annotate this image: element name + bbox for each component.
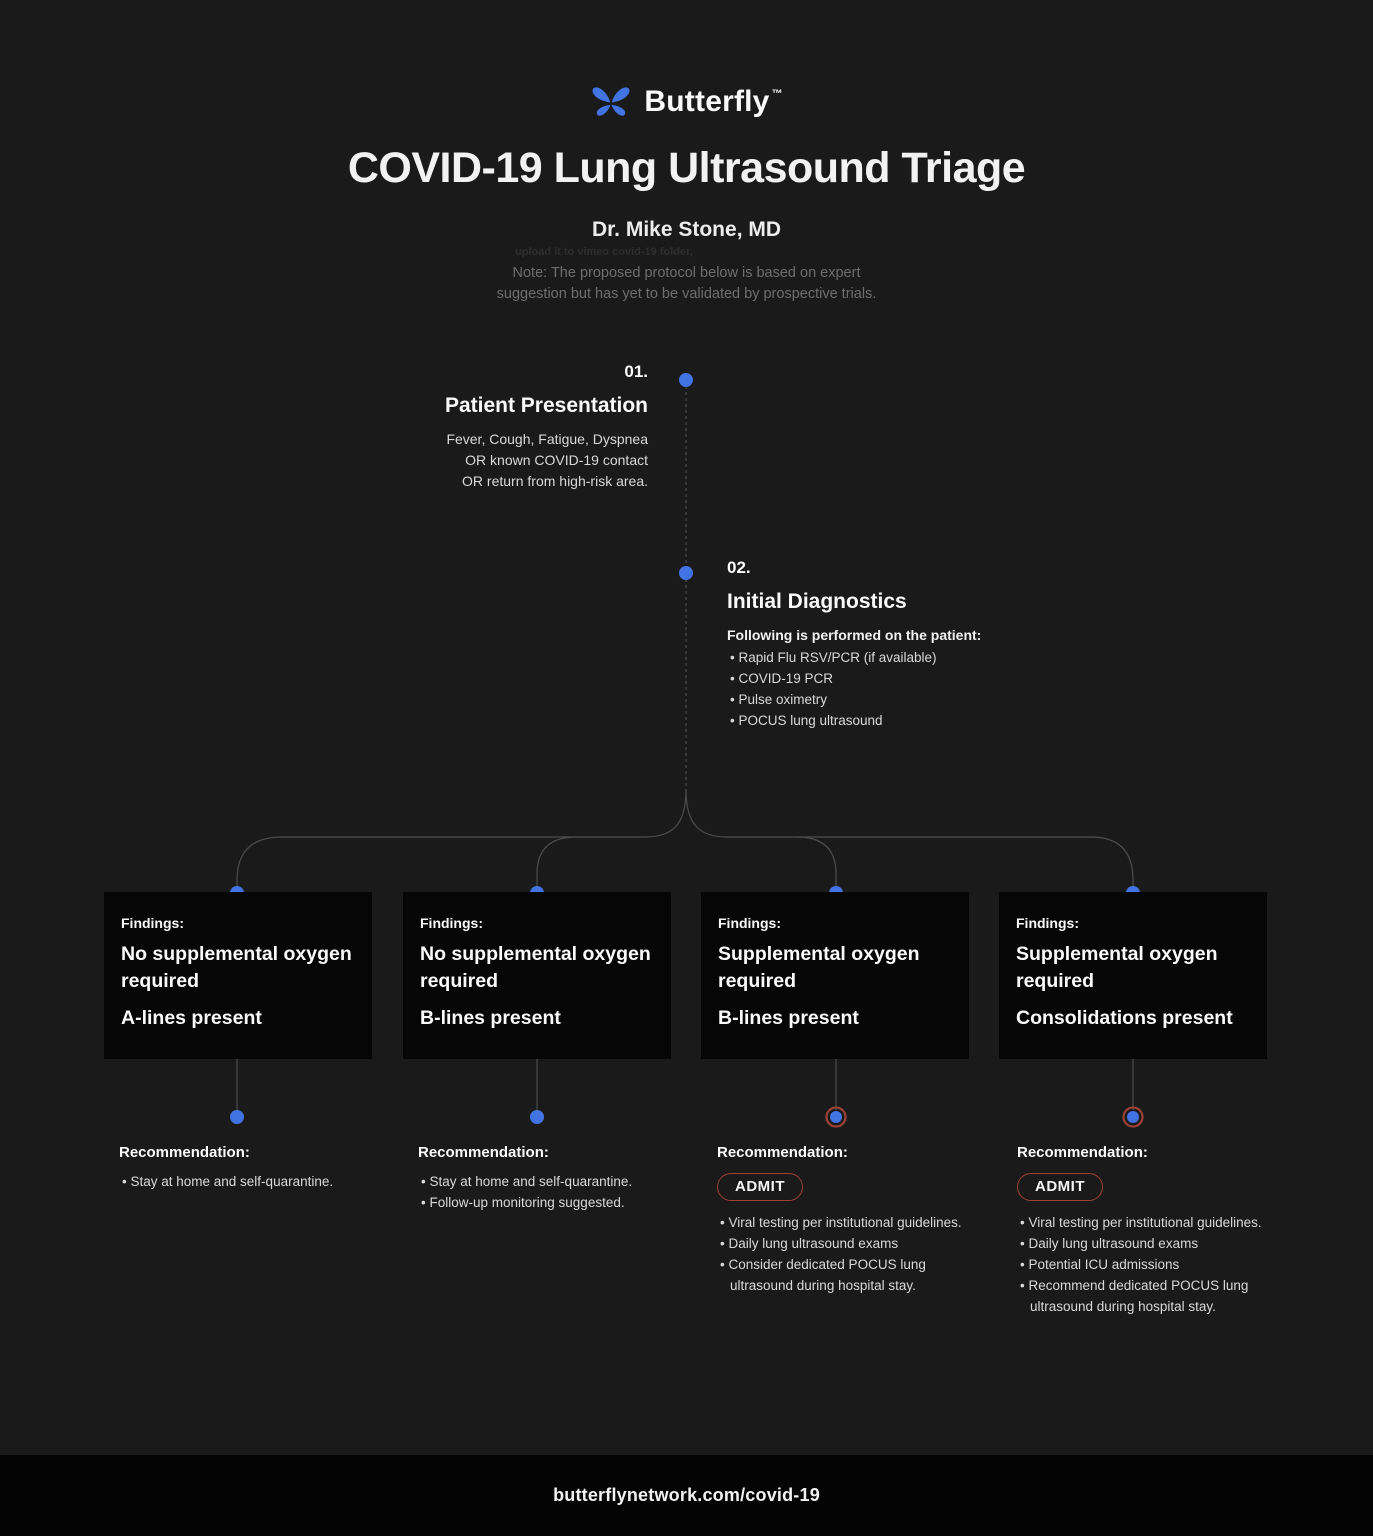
branch-left-outer	[236, 789, 687, 886]
findings-sub: B-lines present	[420, 1007, 561, 1029]
list-item: Viral testing per institutional guidelin…	[717, 1212, 989, 1233]
recommendation-1: Recommendation: Stay at home and self-qu…	[119, 1144, 391, 1192]
node-dot-rec3	[830, 1111, 842, 1123]
list-item: POCUS lung ultrasound	[727, 710, 981, 731]
node-dot-rec1	[230, 1110, 244, 1124]
disclaimer-line-2: suggestion but has yet to be validated b…	[496, 286, 877, 302]
node-dot-step2	[679, 566, 693, 580]
findings-box-1: Findings: No supplemental oxygen require…	[104, 892, 372, 1059]
branch-right-outer	[685, 789, 1134, 886]
hidden-draft-note: upload it to vimeo covid-19 folder,	[515, 246, 693, 258]
list-item: Follow-up monitoring suggested.	[418, 1192, 690, 1213]
findings-box-2: Findings: No supplemental oxygen require…	[403, 892, 671, 1059]
recommendation-list: Stay at home and self-quarantine.	[119, 1171, 391, 1192]
recommendation-list: Stay at home and self-quarantine. Follow…	[418, 1171, 690, 1213]
branch-right-inner	[796, 836, 837, 886]
list-item: Recommend dedicated POCUS lung ultrasoun…	[1017, 1275, 1289, 1317]
admit-badge: ADMIT	[1017, 1173, 1103, 1201]
step-02-initial-diagnostics: 02. Initial Diagnostics Following is per…	[727, 558, 981, 731]
recommendation-label: Recommendation:	[119, 1144, 250, 1161]
list-item: Daily lung ultrasound exams	[1017, 1233, 1289, 1254]
node-dot-rec2	[530, 1110, 544, 1124]
disclaimer-note: Note: The proposed protocol below is bas…	[0, 263, 1373, 305]
step-detail-line: Fever, Cough, Fatigue, Dyspnea	[446, 431, 648, 447]
step-number: 02.	[727, 558, 751, 577]
recommendation-list: Viral testing per institutional guidelin…	[717, 1212, 989, 1296]
list-item: Consider dedicated POCUS lung ultrasound…	[717, 1254, 989, 1296]
findings-box-4: Findings: Supplemental oxygen required C…	[999, 892, 1267, 1059]
node-dot-rec4-ring	[1122, 1106, 1144, 1128]
brand-trademark: ™	[771, 88, 783, 100]
list-item: Pulse oximetry	[727, 689, 981, 710]
list-item: COVID-19 PCR	[727, 668, 981, 689]
findings-box-3: Findings: Supplemental oxygen required B…	[701, 892, 969, 1059]
step-intro: Following is performed on the patient:	[727, 627, 982, 643]
list-item: Stay at home and self-quarantine.	[418, 1171, 690, 1192]
list-item: Daily lung ultrasound exams	[717, 1233, 989, 1254]
list-item: Potential ICU admissions	[1017, 1254, 1289, 1275]
author-name: Dr. Mike Stone, MD	[591, 218, 782, 241]
step-detail-line: OR return from high-risk area.	[462, 473, 648, 489]
node-dot-step1	[679, 373, 693, 387]
findings-main: Supplemental oxygen required	[718, 943, 920, 992]
findings-label: Findings:	[718, 915, 781, 931]
findings-label: Findings:	[121, 915, 184, 931]
brand-name: Butterfly	[644, 85, 770, 118]
diagnostics-list: Rapid Flu RSV/PCR (if available) COVID-1…	[727, 647, 981, 731]
footer-url: butterflynetwork.com/covid-19	[553, 1485, 820, 1505]
node-dot-rec3-ring	[825, 1106, 847, 1128]
recommendation-2: Recommendation: Stay at home and self-qu…	[418, 1144, 690, 1213]
list-item: Rapid Flu RSV/PCR (if available)	[727, 647, 981, 668]
branch-left-inner	[536, 836, 577, 886]
step-detail-line: OR known COVID-19 contact	[465, 452, 648, 468]
disclaimer-line-1: Note: The proposed protocol below is bas…	[512, 265, 861, 281]
butterfly-icon	[592, 87, 630, 116]
findings-label: Findings:	[420, 915, 483, 931]
findings-main: No supplemental oxygen required	[420, 943, 651, 992]
findings-sub: B-lines present	[718, 1007, 859, 1029]
admit-badge: ADMIT	[717, 1173, 803, 1201]
findings-main: No supplemental oxygen required	[121, 943, 352, 992]
findings-sub: A-lines present	[121, 1007, 262, 1029]
page-title: COVID-19 Lung Ultrasound Triage	[347, 144, 1026, 192]
findings-sub: Consolidations present	[1016, 1007, 1233, 1029]
step-01-patient-presentation: 01. Patient Presentation Fever, Cough, F…	[445, 362, 648, 492]
list-item: Stay at home and self-quarantine.	[119, 1171, 391, 1192]
list-item: Viral testing per institutional guidelin…	[1017, 1212, 1289, 1233]
findings-main: Supplemental oxygen required	[1016, 943, 1218, 992]
step-number: 01.	[624, 362, 648, 381]
node-dot-rec4	[1127, 1111, 1139, 1123]
findings-label: Findings:	[1016, 915, 1079, 931]
recommendation-3: Recommendation: ADMIT Viral testing per …	[717, 1144, 989, 1296]
footer-bar: butterflynetwork.com/covid-19	[0, 1455, 1373, 1536]
recommendation-label: Recommendation:	[717, 1144, 848, 1161]
step-title: Initial Diagnostics	[727, 590, 907, 613]
recommendation-label: Recommendation:	[418, 1144, 549, 1161]
recommendation-list: Viral testing per institutional guidelin…	[1017, 1212, 1289, 1317]
recommendation-4: Recommendation: ADMIT Viral testing per …	[1017, 1144, 1289, 1317]
step-title: Patient Presentation	[444, 394, 648, 417]
recommendation-label: Recommendation:	[1017, 1144, 1148, 1161]
